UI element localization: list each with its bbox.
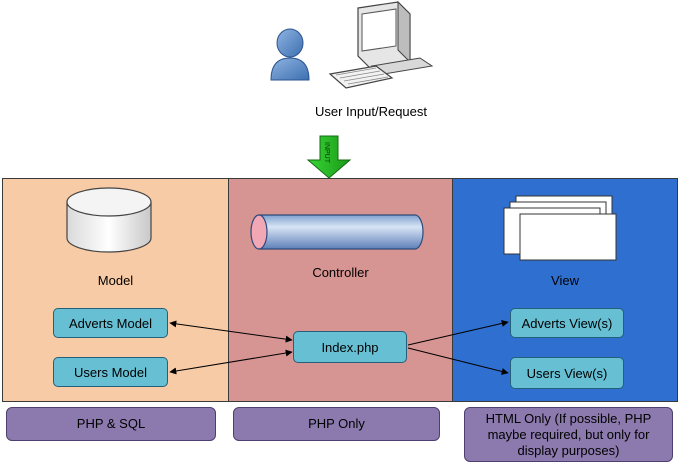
input-arrow-label: INPUT (323, 142, 330, 163)
users-model-box[interactable]: Users Model (53, 357, 168, 387)
controller-tech-note: PHP Only (233, 407, 440, 441)
users-view-box[interactable]: Users View(s) (510, 357, 624, 389)
adverts-model-box[interactable]: Adverts Model (53, 308, 168, 338)
view-title: View (551, 273, 579, 288)
documents-icon (503, 195, 617, 261)
database-icon (66, 187, 152, 253)
user-request-label: User Input/Request (315, 104, 428, 119)
model-title: Model (97, 273, 134, 288)
controller-title: Controller (312, 265, 369, 280)
arrow-users-model-index (169, 349, 293, 375)
view-tech-note: HTML Only (If possible, PHP maybe requir… (464, 407, 673, 462)
adverts-view-box[interactable]: Adverts View(s) (510, 308, 624, 338)
index-php-box[interactable]: Index.php (293, 331, 407, 363)
input-arrow (306, 135, 352, 179)
model-tech-note: PHP & SQL (6, 407, 216, 441)
arrow-adverts-model-index (169, 320, 293, 343)
arrow-index-users-view (407, 347, 509, 375)
arrow-index-adverts-view (407, 320, 509, 346)
pipe-icon (250, 214, 424, 250)
connectors (169, 320, 509, 375)
user-icon (270, 28, 310, 81)
computer-icon (328, 0, 434, 89)
